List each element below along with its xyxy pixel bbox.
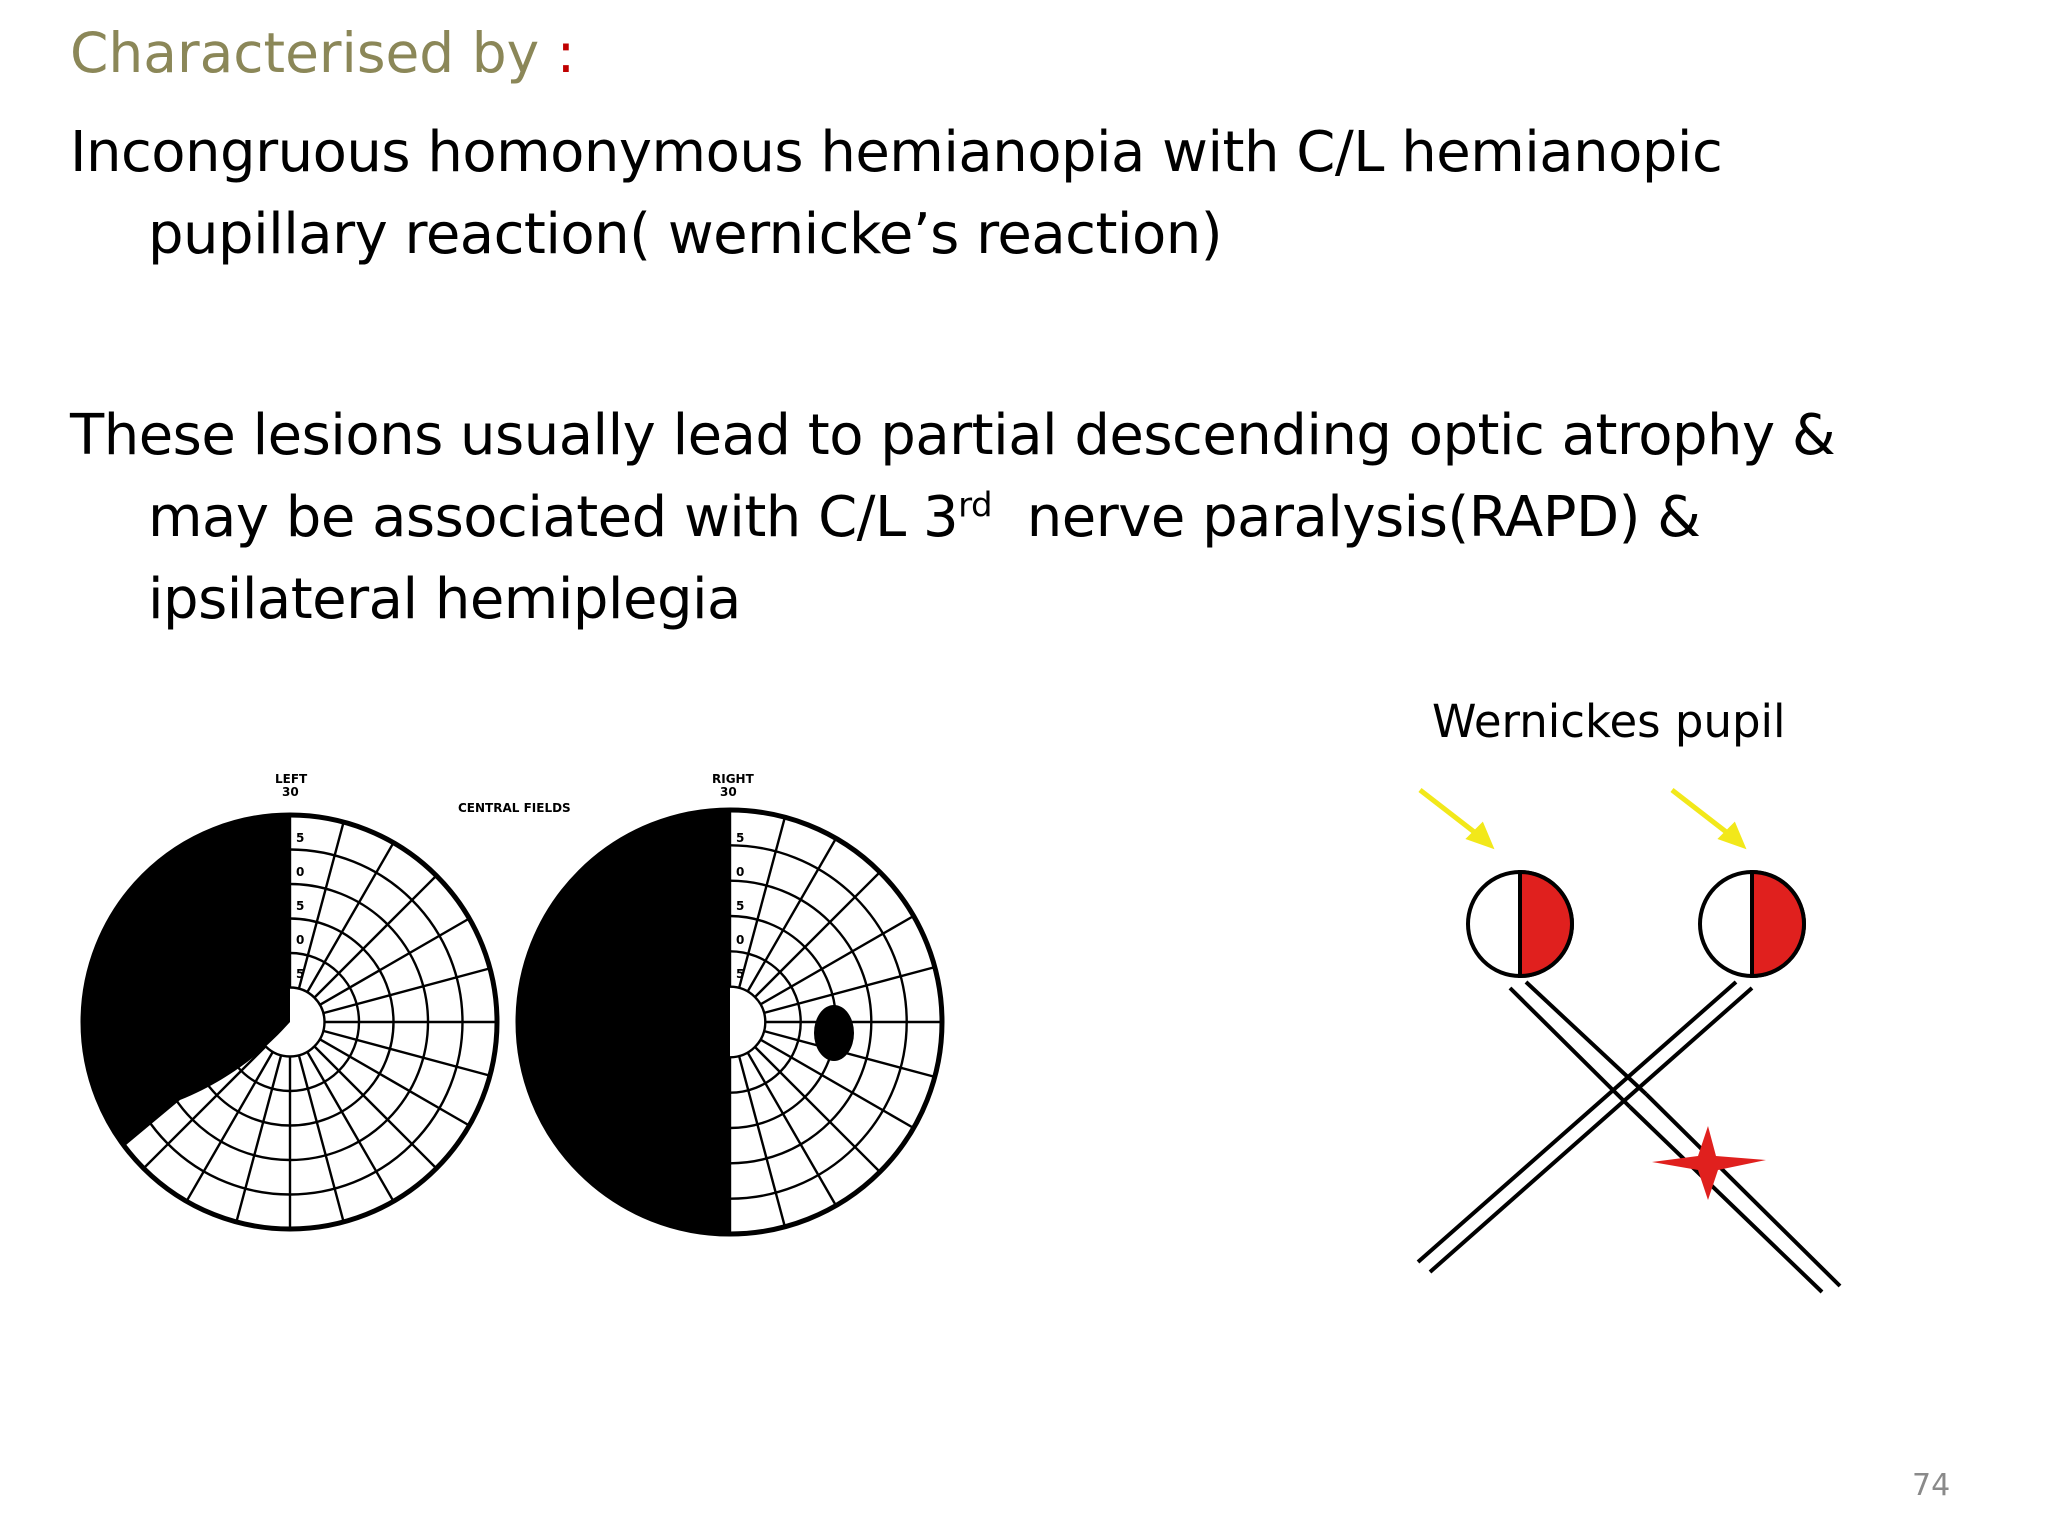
grid-spoke	[306, 1051, 395, 1202]
left-field-label: LEFT	[275, 772, 308, 786]
grid-spoke	[754, 871, 881, 998]
grid-spoke	[754, 1046, 881, 1173]
grid-spoke	[322, 1029, 491, 1077]
paragraph2-line2: may be associated with C/L 3rd nerve par…	[70, 477, 1835, 559]
grid-spoke	[760, 914, 915, 1006]
right-field-value: 30	[720, 785, 737, 799]
grid-spoke	[737, 816, 787, 989]
grid-spoke	[322, 967, 491, 1015]
grid-spoke	[760, 1038, 915, 1130]
grid-spoke	[235, 1054, 283, 1223]
page-number: 74	[1912, 1468, 1951, 1503]
central-fields-label: CENTRAL FIELDS	[458, 801, 571, 815]
visual-field-charts: LEFT 30 RIGHT 30 CENTRAL FIELDS 5 0 5 0 …	[60, 760, 960, 1250]
lesion-marker	[1652, 1126, 1766, 1200]
paragraph2-line3: ipsilateral hemiplegia	[148, 567, 741, 632]
grid-spoke	[319, 917, 470, 1006]
visual-field-diagram	[80, 807, 945, 1237]
paragraph2-line2-end: nerve paralysis(RAPD) &	[992, 485, 1701, 550]
paragraph1-line2: pupillary reaction( wernicke’s reaction)	[148, 202, 1223, 267]
grid-spoke	[306, 842, 395, 993]
grid-spoke	[737, 1055, 787, 1228]
grid-spoke	[763, 1029, 936, 1079]
paragraph-optic-atrophy: These lesions usually lead to partial de…	[70, 395, 1836, 641]
grid-spoke	[185, 1051, 274, 1202]
grid-spoke	[313, 1045, 438, 1170]
grid-spoke	[746, 1052, 838, 1207]
right-pupil	[1698, 869, 1806, 979]
light-arrow-left	[1418, 788, 1495, 850]
optic-pathways	[1416, 980, 1842, 1294]
heading-colon: :	[556, 21, 576, 85]
grid-spoke	[142, 1045, 267, 1170]
grid-spoke	[746, 837, 838, 992]
ordinal-superscript: rd	[958, 485, 993, 526]
grid-spoke	[319, 1038, 470, 1127]
left-pupil	[1466, 869, 1574, 979]
slide-heading: Characterised by :	[70, 18, 575, 88]
left-eye-field	[83, 815, 497, 1229]
light-arrow-right	[1670, 788, 1747, 850]
grid-spoke	[313, 874, 438, 999]
blind-spot	[814, 1005, 854, 1061]
grid-spoke	[297, 821, 345, 990]
grid-spoke	[297, 1054, 345, 1223]
grid-spoke	[763, 965, 936, 1015]
wernicke-pupil-diagram	[1416, 788, 1842, 1294]
left-field-value: 30	[282, 785, 299, 799]
pupil-caption: Wernickes pupil	[1432, 695, 1786, 748]
paragraph-hemianopia: Incongruous homonymous hemianopia with C…	[70, 112, 1723, 276]
right-field-label: RIGHT	[712, 772, 754, 786]
paragraph1-line1: Incongruous homonymous hemianopia with C…	[70, 120, 1723, 185]
paragraph2-line1: These lesions usually lead to partial de…	[70, 403, 1836, 468]
paragraph2-line2-start: may be associated with C/L 3	[148, 485, 959, 550]
right-eye-field	[518, 810, 942, 1234]
heading-text: Characterised by	[70, 21, 557, 85]
